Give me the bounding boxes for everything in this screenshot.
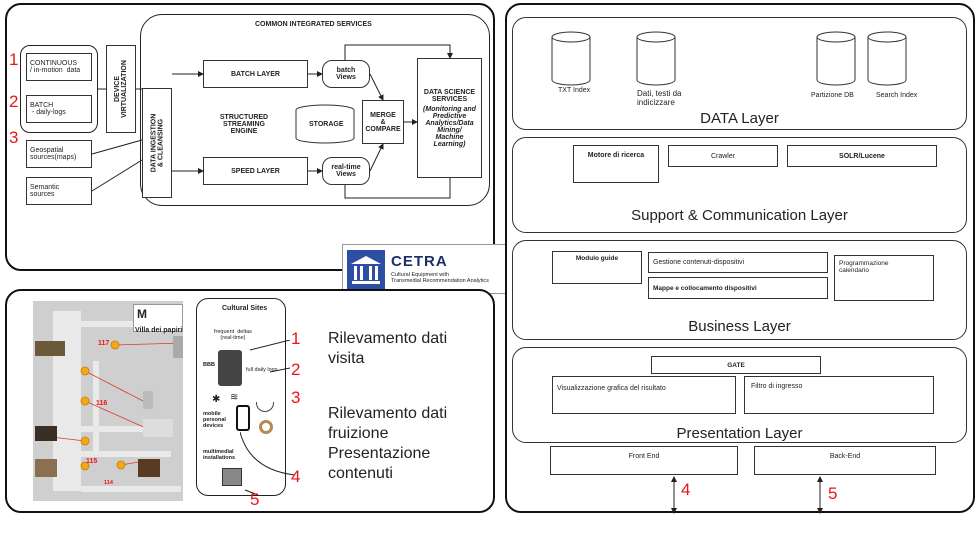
room-114: 114 <box>104 480 113 486</box>
partizione-db-label: Partizione DB <box>811 92 854 99</box>
villa-number-2: 2 <box>291 360 301 379</box>
support-layer-title: Support & Communication Layer <box>631 207 848 224</box>
visualizzazione-box: Visualizzazione grafica del risultato <box>552 376 736 414</box>
presentation-layer-title: Presentation Layer <box>676 425 803 442</box>
batch-source: BATCH - daily-logs <box>26 95 92 123</box>
room-117: 117 <box>98 340 110 347</box>
villa-number-1: 1 <box>291 329 301 348</box>
crawler-box: Crawler <box>668 145 778 167</box>
filtro-box: Filtro di ingresso <box>744 376 934 414</box>
floor-plan-walls <box>35 311 183 492</box>
number-1: 1 <box>9 50 19 69</box>
multimedial-label: multimedial installations <box>203 449 236 461</box>
frequent-deltas: frequent deltas (real-time) <box>214 329 252 341</box>
wristband-icon <box>259 420 273 434</box>
storage-cylinder <box>295 104 355 144</box>
number-2: 2 <box>9 92 19 111</box>
common-services-container <box>140 14 490 206</box>
presentation-layer <box>512 347 967 443</box>
temple-icon <box>347 250 385 290</box>
arrow-number-5: 5 <box>828 484 838 503</box>
room-115: 115 <box>86 458 98 465</box>
dati-testi-label: Dati, testi da indicizzare <box>637 89 682 107</box>
frontend-backend-arrows <box>671 476 823 514</box>
room-116: 116 <box>96 400 108 407</box>
data-science-title: DATA SCIENCE SERVICES <box>423 88 476 103</box>
bluetooth-icon: ✱ <box>212 394 221 405</box>
mappe-box: Mappe e collocamento dispositivi <box>648 277 828 299</box>
villa-logo-mark: M <box>137 307 147 321</box>
continuous-source: CONTINUOUS / in-motion data <box>26 53 92 81</box>
gate-box: GATE <box>651 356 821 374</box>
villa-number-4: 4 <box>291 467 301 486</box>
common-services-title: COMMON INTEGRATED SERVICES <box>255 21 372 28</box>
arrow-number-4: 4 <box>681 480 691 499</box>
cultural-sites-title: Cultural Sites <box>222 305 268 312</box>
merge-compare: MERGE & COMPARE <box>362 100 404 144</box>
multimedial-device-icon <box>222 468 242 486</box>
speed-layer: SPEED LAYER <box>203 157 308 185</box>
wifi-icon: ≋ <box>230 392 239 403</box>
villa-number-3: 3 <box>291 388 301 407</box>
business-layer <box>512 240 967 340</box>
bbb-label: BBB <box>203 362 215 368</box>
villa-number-5: 5 <box>250 490 260 509</box>
support-layer <box>512 137 967 233</box>
architecture-arrows <box>91 44 453 199</box>
search-index-label: Search Index <box>876 92 918 99</box>
cultural-sites-group <box>196 298 286 496</box>
cetra-logo: CETRA Cultural Equipment with Transmedia… <box>342 244 507 294</box>
motore-box: Motore di ricerca <box>573 145 659 183</box>
gestione-box: Gestione contenuti-dispositivi <box>648 252 828 273</box>
business-layer-title: Business Layer <box>688 318 791 335</box>
full-daily-logs: full daily logs <box>246 367 278 373</box>
programmazione-box: Programmazione calendario <box>834 255 934 301</box>
data-layer-title: DATA Layer <box>700 110 779 127</box>
structured-streaming: STRUCTURED STREAMING ENGINE <box>203 103 285 145</box>
data-layer <box>512 17 967 130</box>
data-ingestion: DATA INGESTION & CLEANSING <box>142 88 172 198</box>
data-science-subtitle: (Monitoring and Predictive Analytics/Dat… <box>423 105 476 148</box>
back-end-box: Back-End <box>754 446 936 475</box>
legend-presentazione: Presentazione contenuti <box>328 445 431 482</box>
solr-box: SOLR/Lucene <box>787 145 937 167</box>
modulo-box: Modulo guide <box>552 251 642 284</box>
villa-title: Villa dei papiri <box>135 327 183 334</box>
villa-connector-lines <box>240 340 296 496</box>
front-end-box: Front End <box>550 446 738 475</box>
smartphone-icon <box>236 405 250 431</box>
cetra-name: CETRA <box>391 253 448 270</box>
batch-layer: BATCH LAYER <box>203 60 308 88</box>
data-cylinders <box>551 31 907 86</box>
mobile-devices-label: mobile personal devices <box>203 411 226 429</box>
geospatial-source: Geospatial sources(maps) <box>26 140 92 168</box>
cetra-tagline: Cultural Equipment with Transmedial Reco… <box>391 272 489 284</box>
data-science-services: DATA SCIENCE SERVICES (Monitoring and Pr… <box>417 58 482 178</box>
semantic-source: Semantic sources <box>26 177 92 205</box>
number-3: 3 <box>9 128 19 147</box>
txt-index-label: TXT Index <box>558 87 591 94</box>
villa-logo: M <box>133 304 183 332</box>
bbb-board-icon <box>218 350 242 386</box>
realtime-views: real-time Views <box>322 157 370 185</box>
sources-group <box>20 45 98 133</box>
device-virtualization: DEVICE VIRTUALIZATION <box>106 45 136 133</box>
legend-rilevamento-visita: Rilevamento dati visita <box>328 330 448 367</box>
storage-label: STORAGE <box>309 121 344 128</box>
legend-rilevamento-fruizione: Rilevamento dati fruizione <box>328 405 448 442</box>
